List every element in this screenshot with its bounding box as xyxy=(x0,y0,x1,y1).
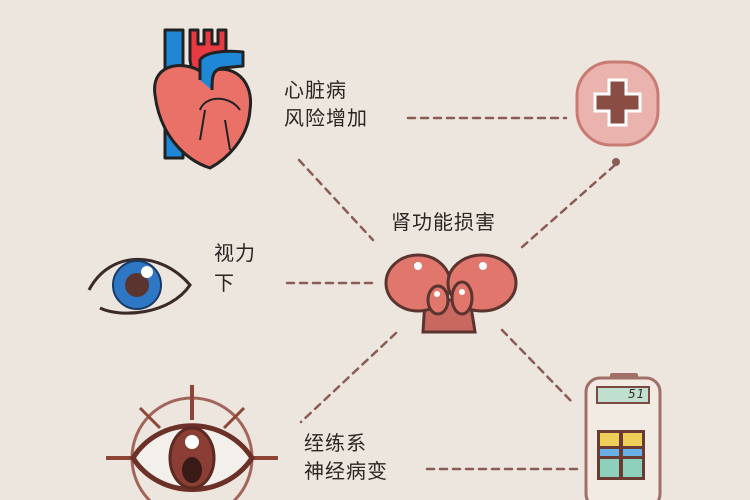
glucose-meter-icon xyxy=(584,373,662,500)
heart-label-line2: 风险增加 xyxy=(284,106,368,130)
connector-heart-kidney xyxy=(297,158,375,242)
meter-reading: 51 xyxy=(628,387,646,401)
heart-icon xyxy=(153,28,252,170)
heart-label: 心脏病 风险增加 xyxy=(284,76,368,132)
neuro-label-line2: 神经病变 xyxy=(304,459,388,483)
connector-kidney-neuro xyxy=(299,331,398,424)
kidney-label: 肾功能损害 xyxy=(391,210,496,234)
kidney-icon xyxy=(384,253,518,334)
neuro-label: 绖练系 神经病变 xyxy=(304,429,388,485)
heart-label-line1: 心脏病 xyxy=(284,78,347,102)
neuro-label-line1: 绖练系 xyxy=(304,431,367,455)
vision-label: 视力 下 xyxy=(214,238,256,298)
eye-icon xyxy=(87,257,192,315)
eye-target-icon xyxy=(106,385,278,500)
vision-label-line2: 下 xyxy=(214,271,235,295)
connector-kidney-meter xyxy=(500,328,575,405)
connector-cross-kidney xyxy=(519,163,617,250)
medical-cross-icon xyxy=(575,60,660,166)
vision-label-line1: 视力 xyxy=(214,241,256,265)
